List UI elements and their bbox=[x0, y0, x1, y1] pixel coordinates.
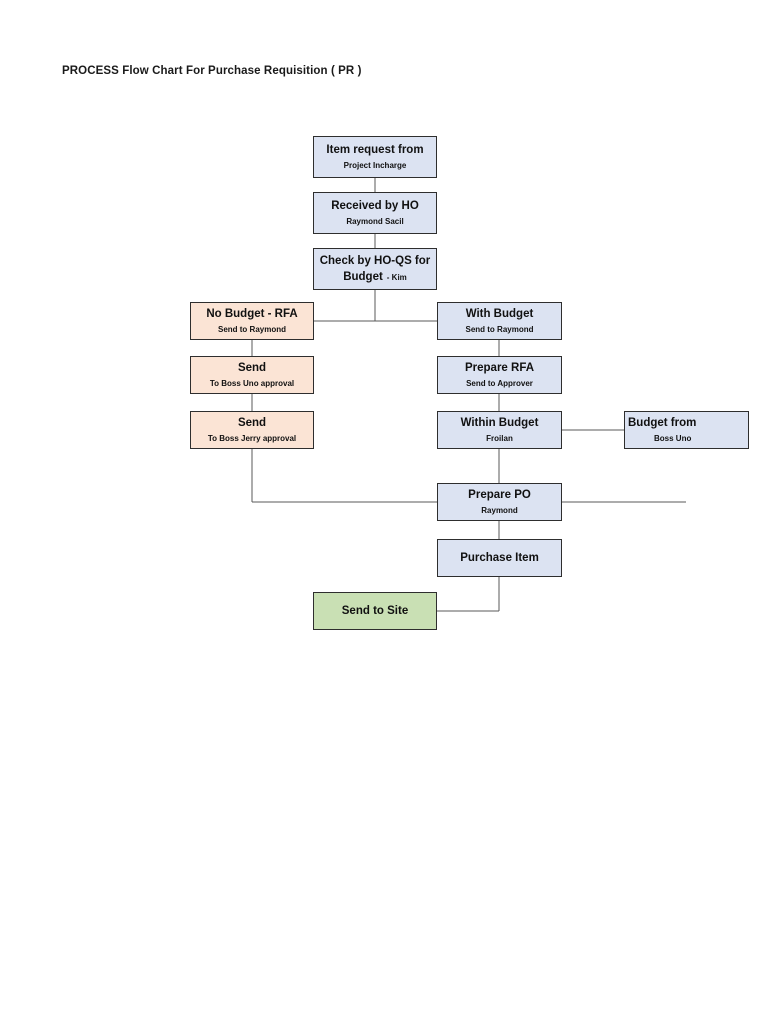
node-budget-from-boss-uno[interactable]: Budget from Boss Uno bbox=[624, 411, 749, 449]
node-with-budget[interactable]: With Budget Send to Raymond bbox=[437, 302, 562, 340]
node-received-by-ho[interactable]: Received by HO Raymond Sacil bbox=[313, 192, 437, 234]
node-title: No Budget - RFA bbox=[206, 307, 298, 320]
node-subtitle: To Boss Jerry approval bbox=[207, 433, 297, 443]
node-subtitle: To Boss Uno approval bbox=[209, 378, 295, 388]
node-purchase-item[interactable]: Purchase Item bbox=[437, 539, 562, 577]
node-subtitle: Send to Raymond bbox=[465, 324, 534, 334]
node-within-budget[interactable]: Within Budget Froilan bbox=[437, 411, 562, 449]
node-title: With Budget bbox=[465, 307, 534, 320]
node-subtitle: Project Incharge bbox=[343, 160, 407, 170]
node-title: Item request from bbox=[326, 143, 424, 156]
page-title: PROCESS Flow Chart For Purchase Requisit… bbox=[62, 65, 362, 77]
node-title: Send bbox=[237, 416, 267, 429]
node-title-line2: Budget- Kim bbox=[343, 270, 407, 284]
node-title: Check by HO-QS for bbox=[319, 254, 431, 267]
node-title-line2-owner: - Kim bbox=[386, 273, 407, 282]
node-subtitle: Boss Uno bbox=[654, 433, 692, 443]
node-subtitle: Raymond Sacil bbox=[346, 216, 404, 226]
node-subtitle: Froilan bbox=[486, 433, 513, 443]
node-title: Within Budget bbox=[460, 416, 539, 429]
node-prepare-po[interactable]: Prepare PO Raymond bbox=[437, 483, 562, 521]
node-title: Prepare RFA bbox=[464, 361, 535, 374]
node-title: Purchase Item bbox=[460, 551, 539, 564]
node-check-by-ho-qs[interactable]: Check by HO-QS for Budget- Kim bbox=[313, 248, 437, 290]
node-subtitle: Send to Raymond bbox=[217, 324, 286, 334]
node-no-budget-rfa[interactable]: No Budget - RFA Send to Raymond bbox=[190, 302, 314, 340]
node-subtitle: Send to Approver bbox=[466, 378, 533, 388]
node-send-to-site[interactable]: Send to Site bbox=[313, 592, 437, 630]
node-title: Budget from bbox=[628, 416, 697, 429]
node-subtitle: Raymond bbox=[481, 505, 518, 515]
node-title: Send to Site bbox=[341, 604, 409, 617]
node-send-boss-jerry[interactable]: Send To Boss Jerry approval bbox=[190, 411, 314, 449]
node-title: Send bbox=[237, 361, 267, 374]
node-prepare-rfa[interactable]: Prepare RFA Send to Approver bbox=[437, 356, 562, 394]
node-title-line2-main: Budget bbox=[343, 271, 383, 283]
node-title: Received by HO bbox=[331, 199, 419, 212]
node-title: Prepare PO bbox=[468, 488, 531, 501]
node-send-boss-uno[interactable]: Send To Boss Uno approval bbox=[190, 356, 314, 394]
node-item-request[interactable]: Item request from Project Incharge bbox=[313, 136, 437, 178]
